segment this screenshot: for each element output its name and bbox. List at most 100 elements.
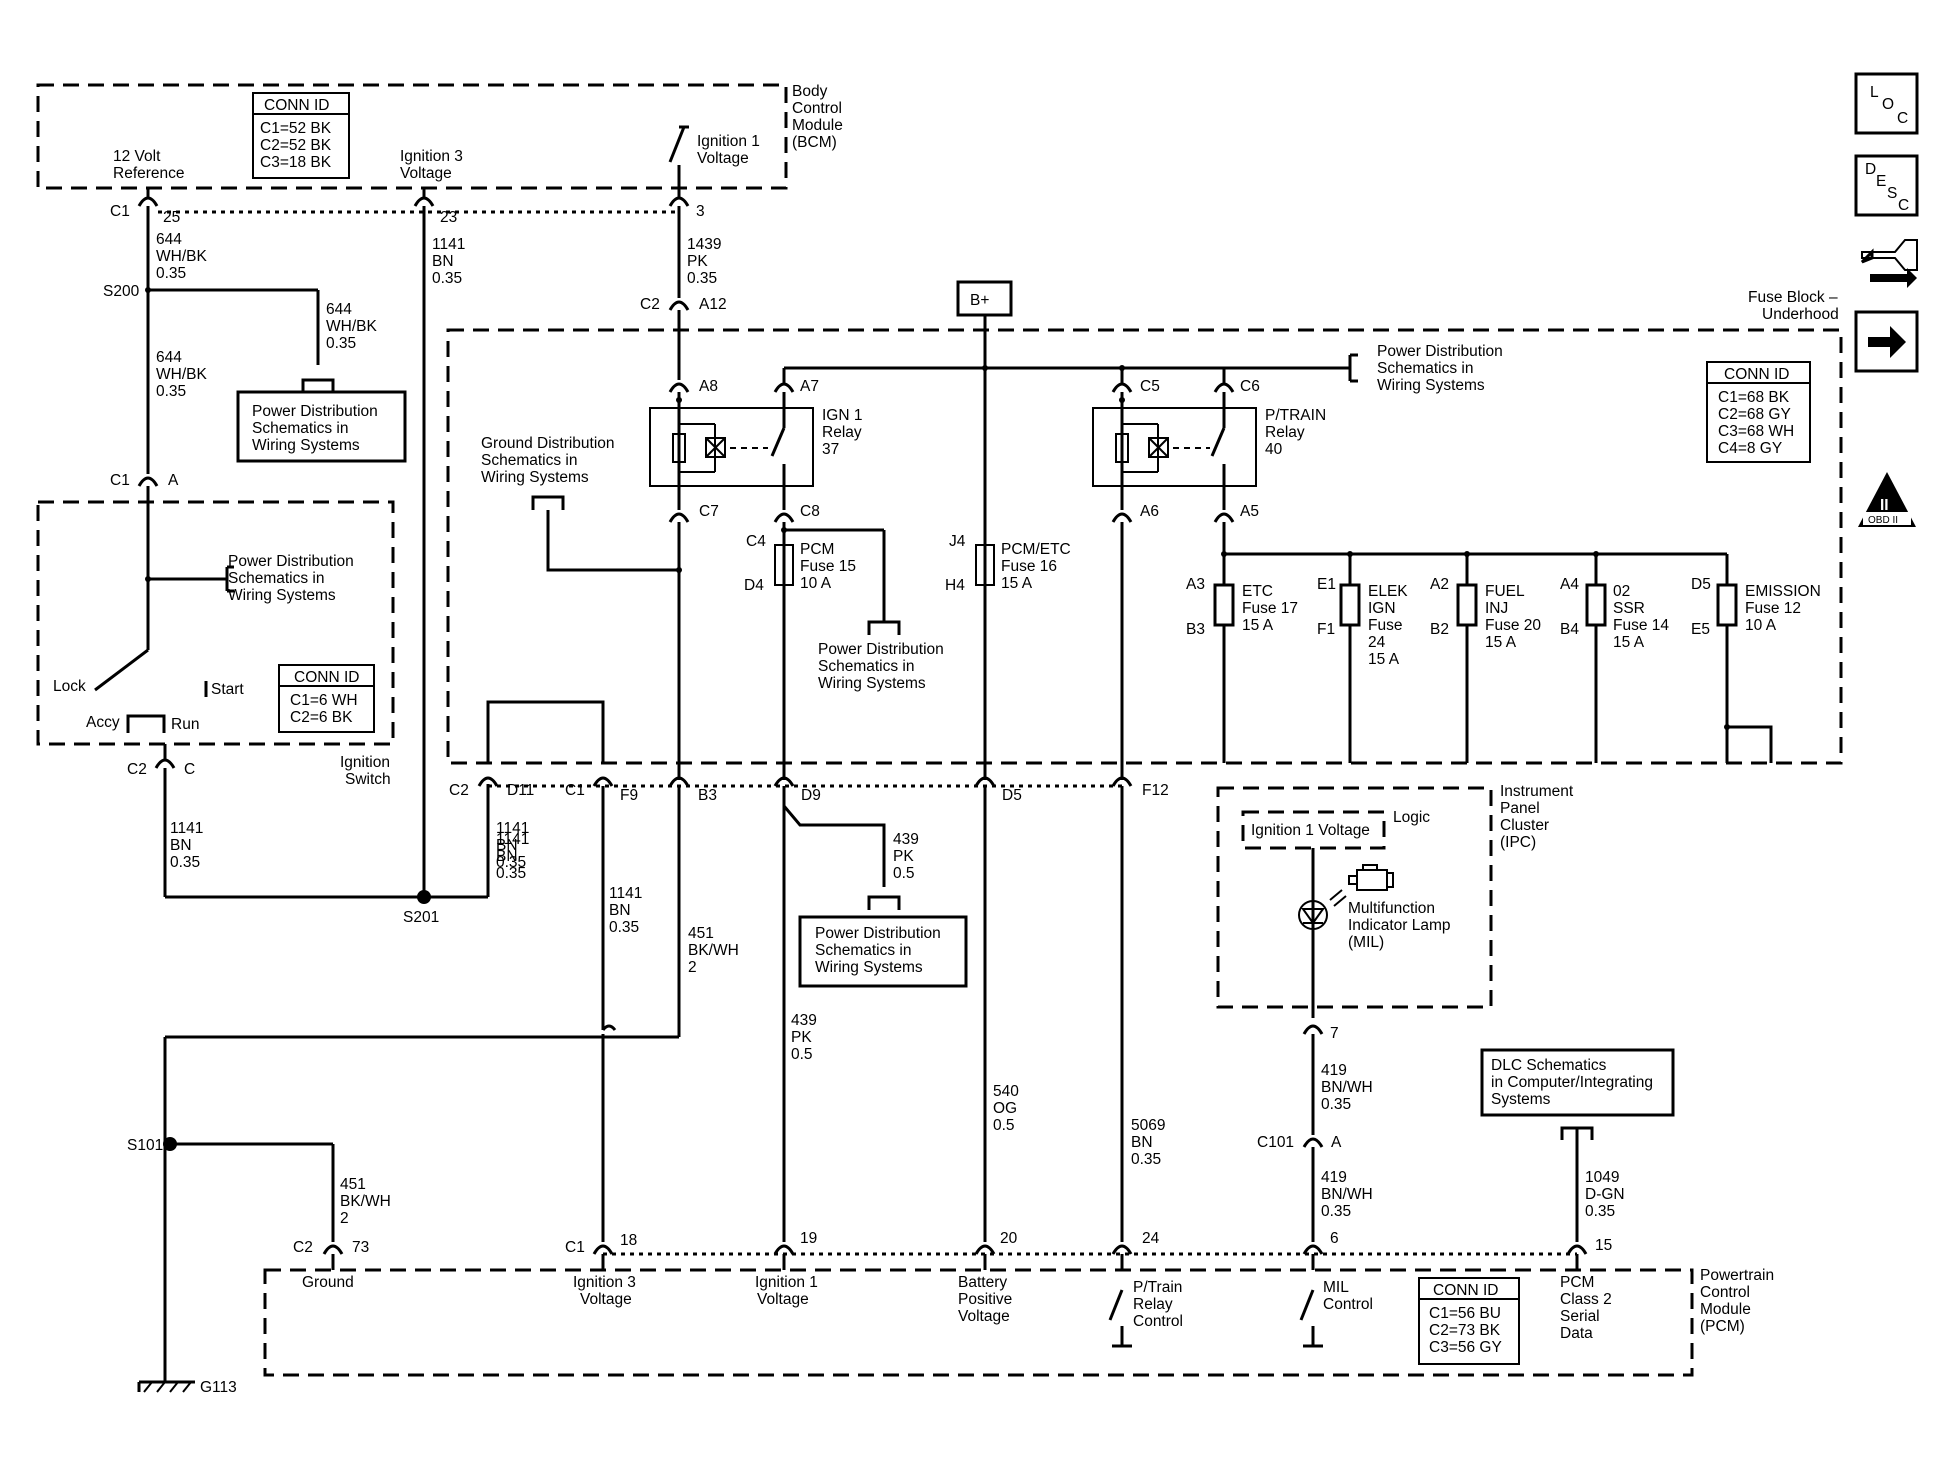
splice-s101: S101 xyxy=(127,1137,163,1154)
a4-label: A4 xyxy=(1560,576,1579,593)
sw-ref-power-dist[interactable]: Power Distribution xyxy=(228,553,354,570)
w540-color: OG xyxy=(993,1100,1017,1117)
w1439-color: PK xyxy=(687,253,708,270)
sw-pos-lock: Lock xyxy=(53,678,86,695)
ref-power-dist-439[interactable]: Power Distribution Schematics in Wiring … xyxy=(798,915,968,988)
w439a-num: 439 xyxy=(893,831,919,848)
svg-text:C2=6 BK: C2=6 BK xyxy=(290,709,353,726)
w439b-color: PK xyxy=(791,1029,812,1046)
svg-text:Schematics in: Schematics in xyxy=(818,658,914,675)
ipc-label-3: Cluster xyxy=(1500,817,1549,834)
ref-dlc[interactable]: DLC Schematics in Computer/Integrating S… xyxy=(1480,1048,1675,1117)
sw-ref-power-dist-2: Schematics in xyxy=(228,570,324,587)
svg-text:C4=8 GY: C4=8 GY xyxy=(1718,440,1782,457)
ref-power-dist-1[interactable]: Power Distribution Schematics in Wiring … xyxy=(236,378,407,463)
svg-text:D: D xyxy=(1865,161,1876,178)
c5-label: C5 xyxy=(1140,378,1160,395)
w1141b-size: 0.35 xyxy=(432,270,462,287)
bcm-pin-ign1: Ignition 1 xyxy=(697,133,760,150)
ign-switch-label: Ignition xyxy=(340,754,390,771)
fuse-elek-label-2: IGN xyxy=(1368,600,1396,617)
svg-text:O: O xyxy=(1882,96,1894,113)
a12-label: A12 xyxy=(699,296,727,313)
h4-label: H4 xyxy=(945,577,965,594)
w5069-color: BN xyxy=(1131,1134,1153,1151)
fuse-emission-amp: 10 A xyxy=(1745,617,1777,634)
ref-ground-dist[interactable]: Ground Distribution Schematics in Wiring… xyxy=(481,435,615,486)
wire-644 xyxy=(145,206,320,474)
pcm-pin-batt-2: Positive xyxy=(958,1291,1012,1308)
pcm-pin-class2: PCM xyxy=(1560,1274,1594,1291)
svg-text:Schematics in: Schematics in xyxy=(1377,360,1473,377)
svg-text:Wiring Systems: Wiring Systems xyxy=(1377,377,1485,394)
pcm-pin-ptrain: P/Train xyxy=(1133,1279,1182,1296)
w1141d-size: 0.35 xyxy=(496,865,526,882)
pcm-pin-mil-2: Control xyxy=(1323,1296,1373,1313)
bcm-pin-ign3: Ignition 3 xyxy=(400,148,463,165)
w5069-size: 0.35 xyxy=(1131,1151,1161,1168)
svg-text:CONN ID: CONN ID xyxy=(294,669,359,686)
desc-button[interactable]: D E S C xyxy=(1854,154,1919,217)
svg-text:Module: Module xyxy=(792,117,843,134)
w1141c-size: 0.35 xyxy=(496,854,526,871)
a2-label: A2 xyxy=(1430,576,1449,593)
w451a-color: BK/WH xyxy=(688,942,739,959)
fuse-emission-label: EMISSION xyxy=(1745,583,1821,600)
pcm-pin-batt-3: Voltage xyxy=(958,1308,1010,1325)
svg-text:Body: Body xyxy=(792,83,828,100)
svg-text:C1=68 BK: C1=68 BK xyxy=(1718,389,1790,406)
sw-pos-accy: Accy xyxy=(86,714,120,731)
c2-a12-conn: C2 xyxy=(640,296,660,313)
fuse-pcm-etc-amp: 15 A xyxy=(1001,575,1033,592)
pcm-pin-20: 20 xyxy=(1000,1230,1018,1247)
d11-label: D11 xyxy=(507,782,534,799)
fuse-block-label-2: Underhood xyxy=(1762,306,1839,323)
svg-text:Wiring Systems: Wiring Systems xyxy=(481,469,589,486)
w419b-num: 419 xyxy=(1321,1169,1347,1186)
bcm-pin-12v-ref: 12 Volt xyxy=(113,148,161,165)
fuse-pcm-num: Fuse 15 xyxy=(800,558,856,575)
next-arrow-button[interactable] xyxy=(1854,310,1919,373)
fuse-ssr-label-2: SSR xyxy=(1613,600,1645,617)
a3-label: A3 xyxy=(1186,576,1205,593)
w1141d-num: 1141 xyxy=(496,831,529,848)
ign-switch-label-2: Switch xyxy=(345,771,391,788)
ref-power-dist-fuse[interactable]: Power Distribution Schematics in Wiring … xyxy=(1377,343,1503,394)
b4-label: B4 xyxy=(1560,621,1579,638)
w451b-color: BK/WH xyxy=(340,1193,391,1210)
fb-c2-label: C2 xyxy=(449,782,469,799)
w1141e-color: BN xyxy=(609,902,631,919)
w419a-num: 419 xyxy=(1321,1062,1347,1079)
svg-text:C: C xyxy=(1898,197,1909,214)
w5069-num: 5069 xyxy=(1131,1117,1165,1134)
fuse-ssr-amp: 15 A xyxy=(1613,634,1645,651)
loc-button[interactable]: L O C xyxy=(1854,72,1919,135)
svg-text:in Computer/Integrating: in Computer/Integrating xyxy=(1491,1074,1653,1091)
b3-label: B3 xyxy=(698,787,717,804)
connector-nav-icon[interactable] xyxy=(1860,239,1918,288)
fuse-elek-label-3: Fuse xyxy=(1368,617,1402,634)
w1141b-color: BN xyxy=(432,253,454,270)
pcm-label: Powertrain xyxy=(1700,1267,1774,1284)
d5f-label: D5 xyxy=(1691,576,1711,593)
pcm-pin-class2-4: Data xyxy=(1560,1325,1593,1342)
fuse-pcm-etc-16 xyxy=(975,544,995,586)
bcm-module: Body Control Module (BCM) CONN ID C1=52 … xyxy=(36,83,843,190)
svg-text:Wiring Systems: Wiring Systems xyxy=(818,675,926,692)
svg-text:C3=68 WH: C3=68 WH xyxy=(1718,423,1794,440)
svg-text:C3=56 GY: C3=56 GY xyxy=(1429,1339,1502,1356)
fuse-pcm-amp: 10 A xyxy=(800,575,832,592)
fuse-conn-id: CONN ID C1=68 BK C2=68 GY C3=68 WH C4=8 … xyxy=(1706,361,1811,463)
svg-text:DLC Schematics: DLC Schematics xyxy=(1491,1057,1607,1074)
sw-terminal-c xyxy=(154,758,176,770)
pcm-pin-batt: Battery xyxy=(958,1274,1007,1291)
w1439-size: 0.35 xyxy=(687,270,717,287)
sw-a-label: A xyxy=(168,472,179,489)
w644c-num: 644 xyxy=(156,349,182,366)
w451a-size: 2 xyxy=(688,959,697,976)
ign1-relay xyxy=(649,368,814,524)
obd2-icon: II OBD II xyxy=(1858,472,1916,527)
ref-power-dist-pcm[interactable]: Power Distribution Schematics in Wiring … xyxy=(818,641,944,692)
mil-label-2: Indicator Lamp xyxy=(1348,917,1451,934)
ipc-ign1-label: Ignition 1 Voltage xyxy=(1251,822,1370,839)
